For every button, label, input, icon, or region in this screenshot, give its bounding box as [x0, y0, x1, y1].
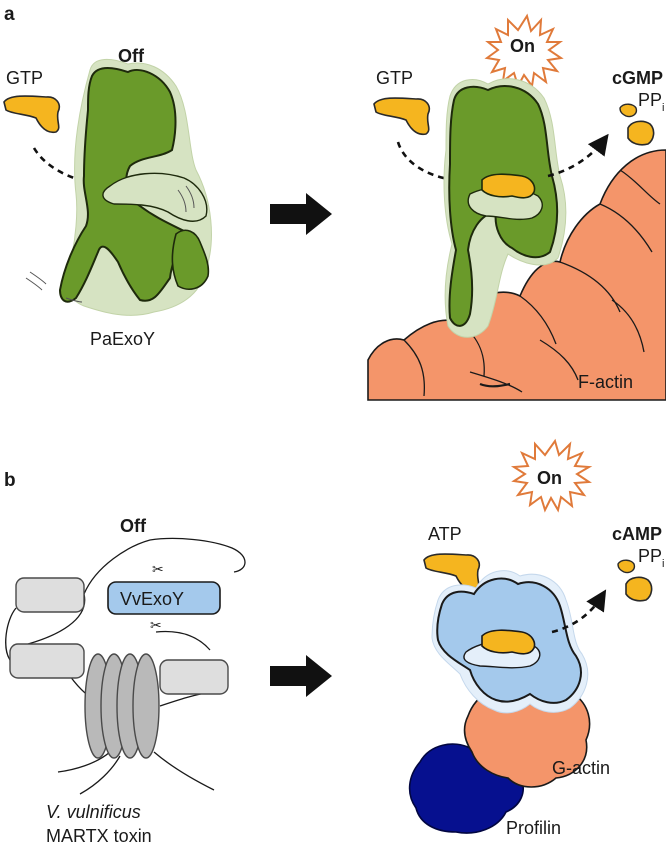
profilin-label: Profilin — [506, 818, 561, 838]
substrate-entry-path — [396, 141, 455, 182]
scissors-icon-top: ✂ — [152, 562, 164, 578]
ppi-label-a: PPi — [638, 90, 664, 114]
transition-arrow-b — [270, 655, 332, 697]
scissors-icon-bottom: ✂ — [150, 618, 162, 634]
off-state-label: Off — [118, 46, 145, 66]
vvexoy-label: VvExoY — [120, 589, 184, 609]
g-actin-label: G-actin — [552, 758, 610, 778]
off-state-label-b: Off — [120, 516, 147, 536]
gtp-label-right: GTP — [376, 68, 413, 88]
gtp-bound — [481, 173, 536, 199]
vvexoy-domain — [107, 581, 221, 615]
on-starburst-b: On — [510, 438, 593, 513]
ppi-label-b: PPi — [638, 546, 664, 570]
atp-label: ATP — [428, 524, 462, 544]
martx-domain-1 — [15, 577, 85, 613]
toxin-species-label: V. vulnificus — [46, 802, 141, 822]
atp-molecule — [423, 553, 481, 592]
ppi-molecule-a — [619, 103, 638, 118]
camp-label: cAMP — [612, 524, 662, 544]
on-state-label: On — [510, 36, 535, 56]
paexoy-label: PaExoY — [90, 329, 155, 349]
cgmp-molecule — [627, 120, 655, 146]
panel-b-label: b — [4, 470, 16, 491]
camp-release-path — [551, 589, 607, 634]
cgmp-label: cGMP — [612, 68, 663, 88]
paexoy-cleft — [102, 172, 208, 222]
paexoy-side-lobe — [171, 229, 210, 290]
ppi-molecule-b — [617, 559, 636, 574]
on-starburst-a: On — [484, 13, 564, 89]
martx-pore — [84, 653, 160, 759]
panel-a: a Off GTP PaExoY On GTP — [3, 4, 666, 401]
gtp-molecule-right — [373, 97, 431, 136]
panel-b: b Off VvExoY ✂ ✂ V. vulnificus MARTX tox… — [4, 438, 664, 846]
on-state-label-b: On — [537, 468, 562, 488]
toxin-name-label: MARTX toxin — [46, 826, 152, 846]
product-release-path — [547, 133, 609, 178]
atp-bound — [481, 629, 536, 655]
f-actin-subunit-lines — [403, 169, 661, 397]
motion-lines — [25, 185, 195, 303]
f-actin-label: F-actin — [578, 372, 633, 392]
transition-arrow-a — [270, 193, 332, 235]
martx-tail — [57, 751, 215, 795]
gtp-label-left: GTP — [6, 68, 43, 88]
panel-a-label: a — [4, 4, 15, 25]
martx-domain-2 — [9, 643, 85, 679]
camp-molecule — [625, 576, 653, 602]
martx-domain-3 — [159, 659, 229, 695]
gtp-molecule-left — [3, 95, 61, 134]
